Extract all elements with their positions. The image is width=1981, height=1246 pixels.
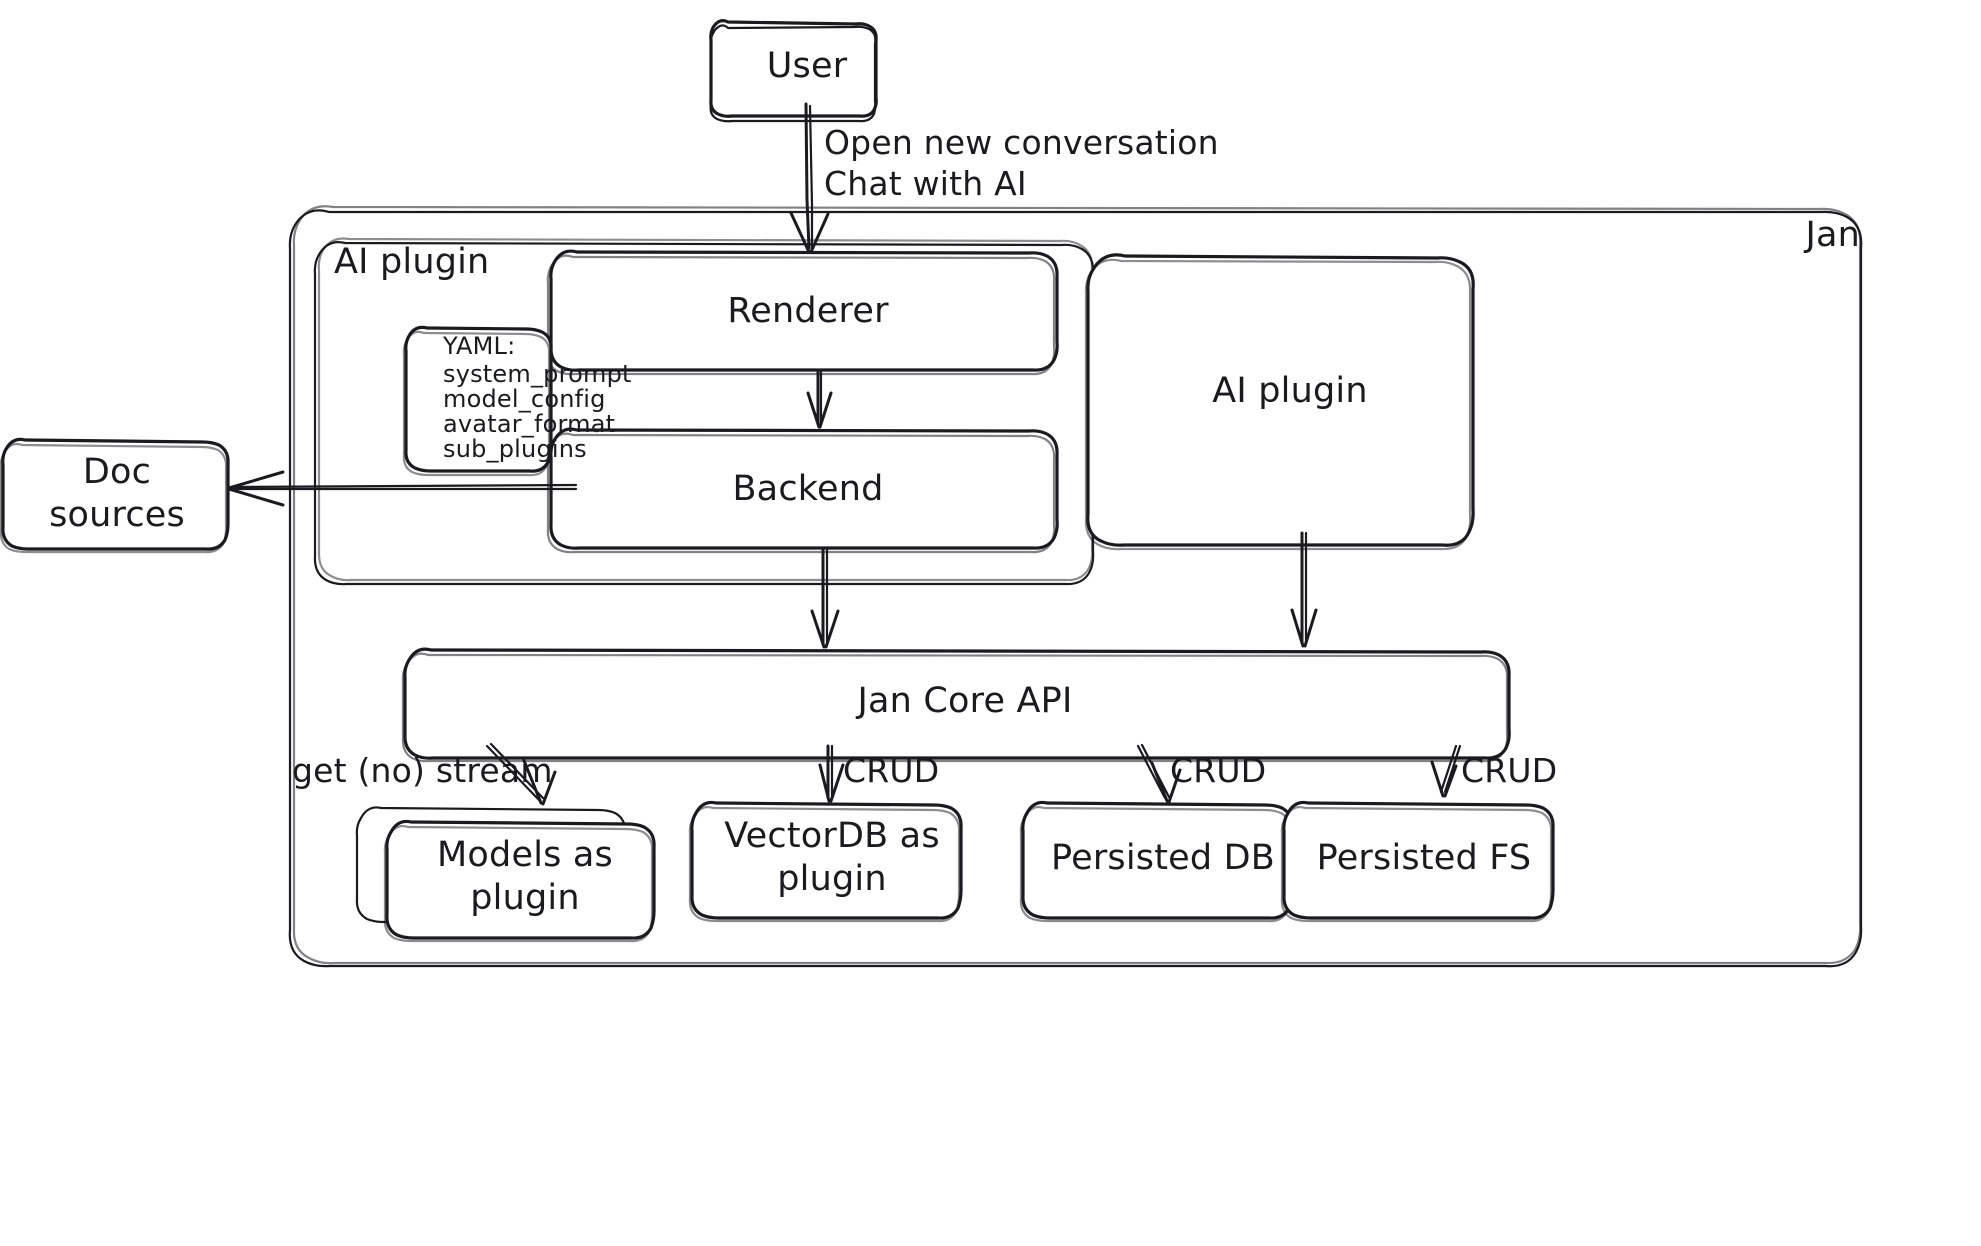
edge-core-to-models (485, 742, 557, 806)
persisted-db-node-shape (1019, 800, 1294, 923)
jan-container-shape (288, 205, 1863, 968)
edge-ai-plugin-to-core (1290, 531, 1318, 648)
ai-plugin-node-shape (1084, 253, 1475, 551)
persisted-fs-node-shape (1280, 800, 1555, 923)
yaml-card-shape (402, 325, 553, 477)
ai-plugin-group-shape (313, 237, 1095, 586)
vectordb-plugin-node-shape (688, 800, 963, 923)
jan-core-api-node-shape (401, 647, 1511, 763)
models-plugin-node-shape (355, 806, 656, 943)
user-node-shape (709, 19, 878, 123)
edge-backend-to-core (810, 547, 840, 649)
edge-core-to-vectordb (818, 744, 845, 803)
edge-core-to-persisted-fs (1430, 744, 1462, 798)
edge-renderer-to-backend (806, 370, 833, 429)
edge-core-to-persisted-db (1136, 743, 1182, 804)
doc-sources-node-shape (0, 437, 230, 554)
edge-user-to-renderer (789, 102, 830, 254)
backend-node-shape (546, 427, 1059, 554)
edge-backend-to-doc-sources (227, 470, 578, 507)
renderer-node-shape (546, 249, 1059, 376)
